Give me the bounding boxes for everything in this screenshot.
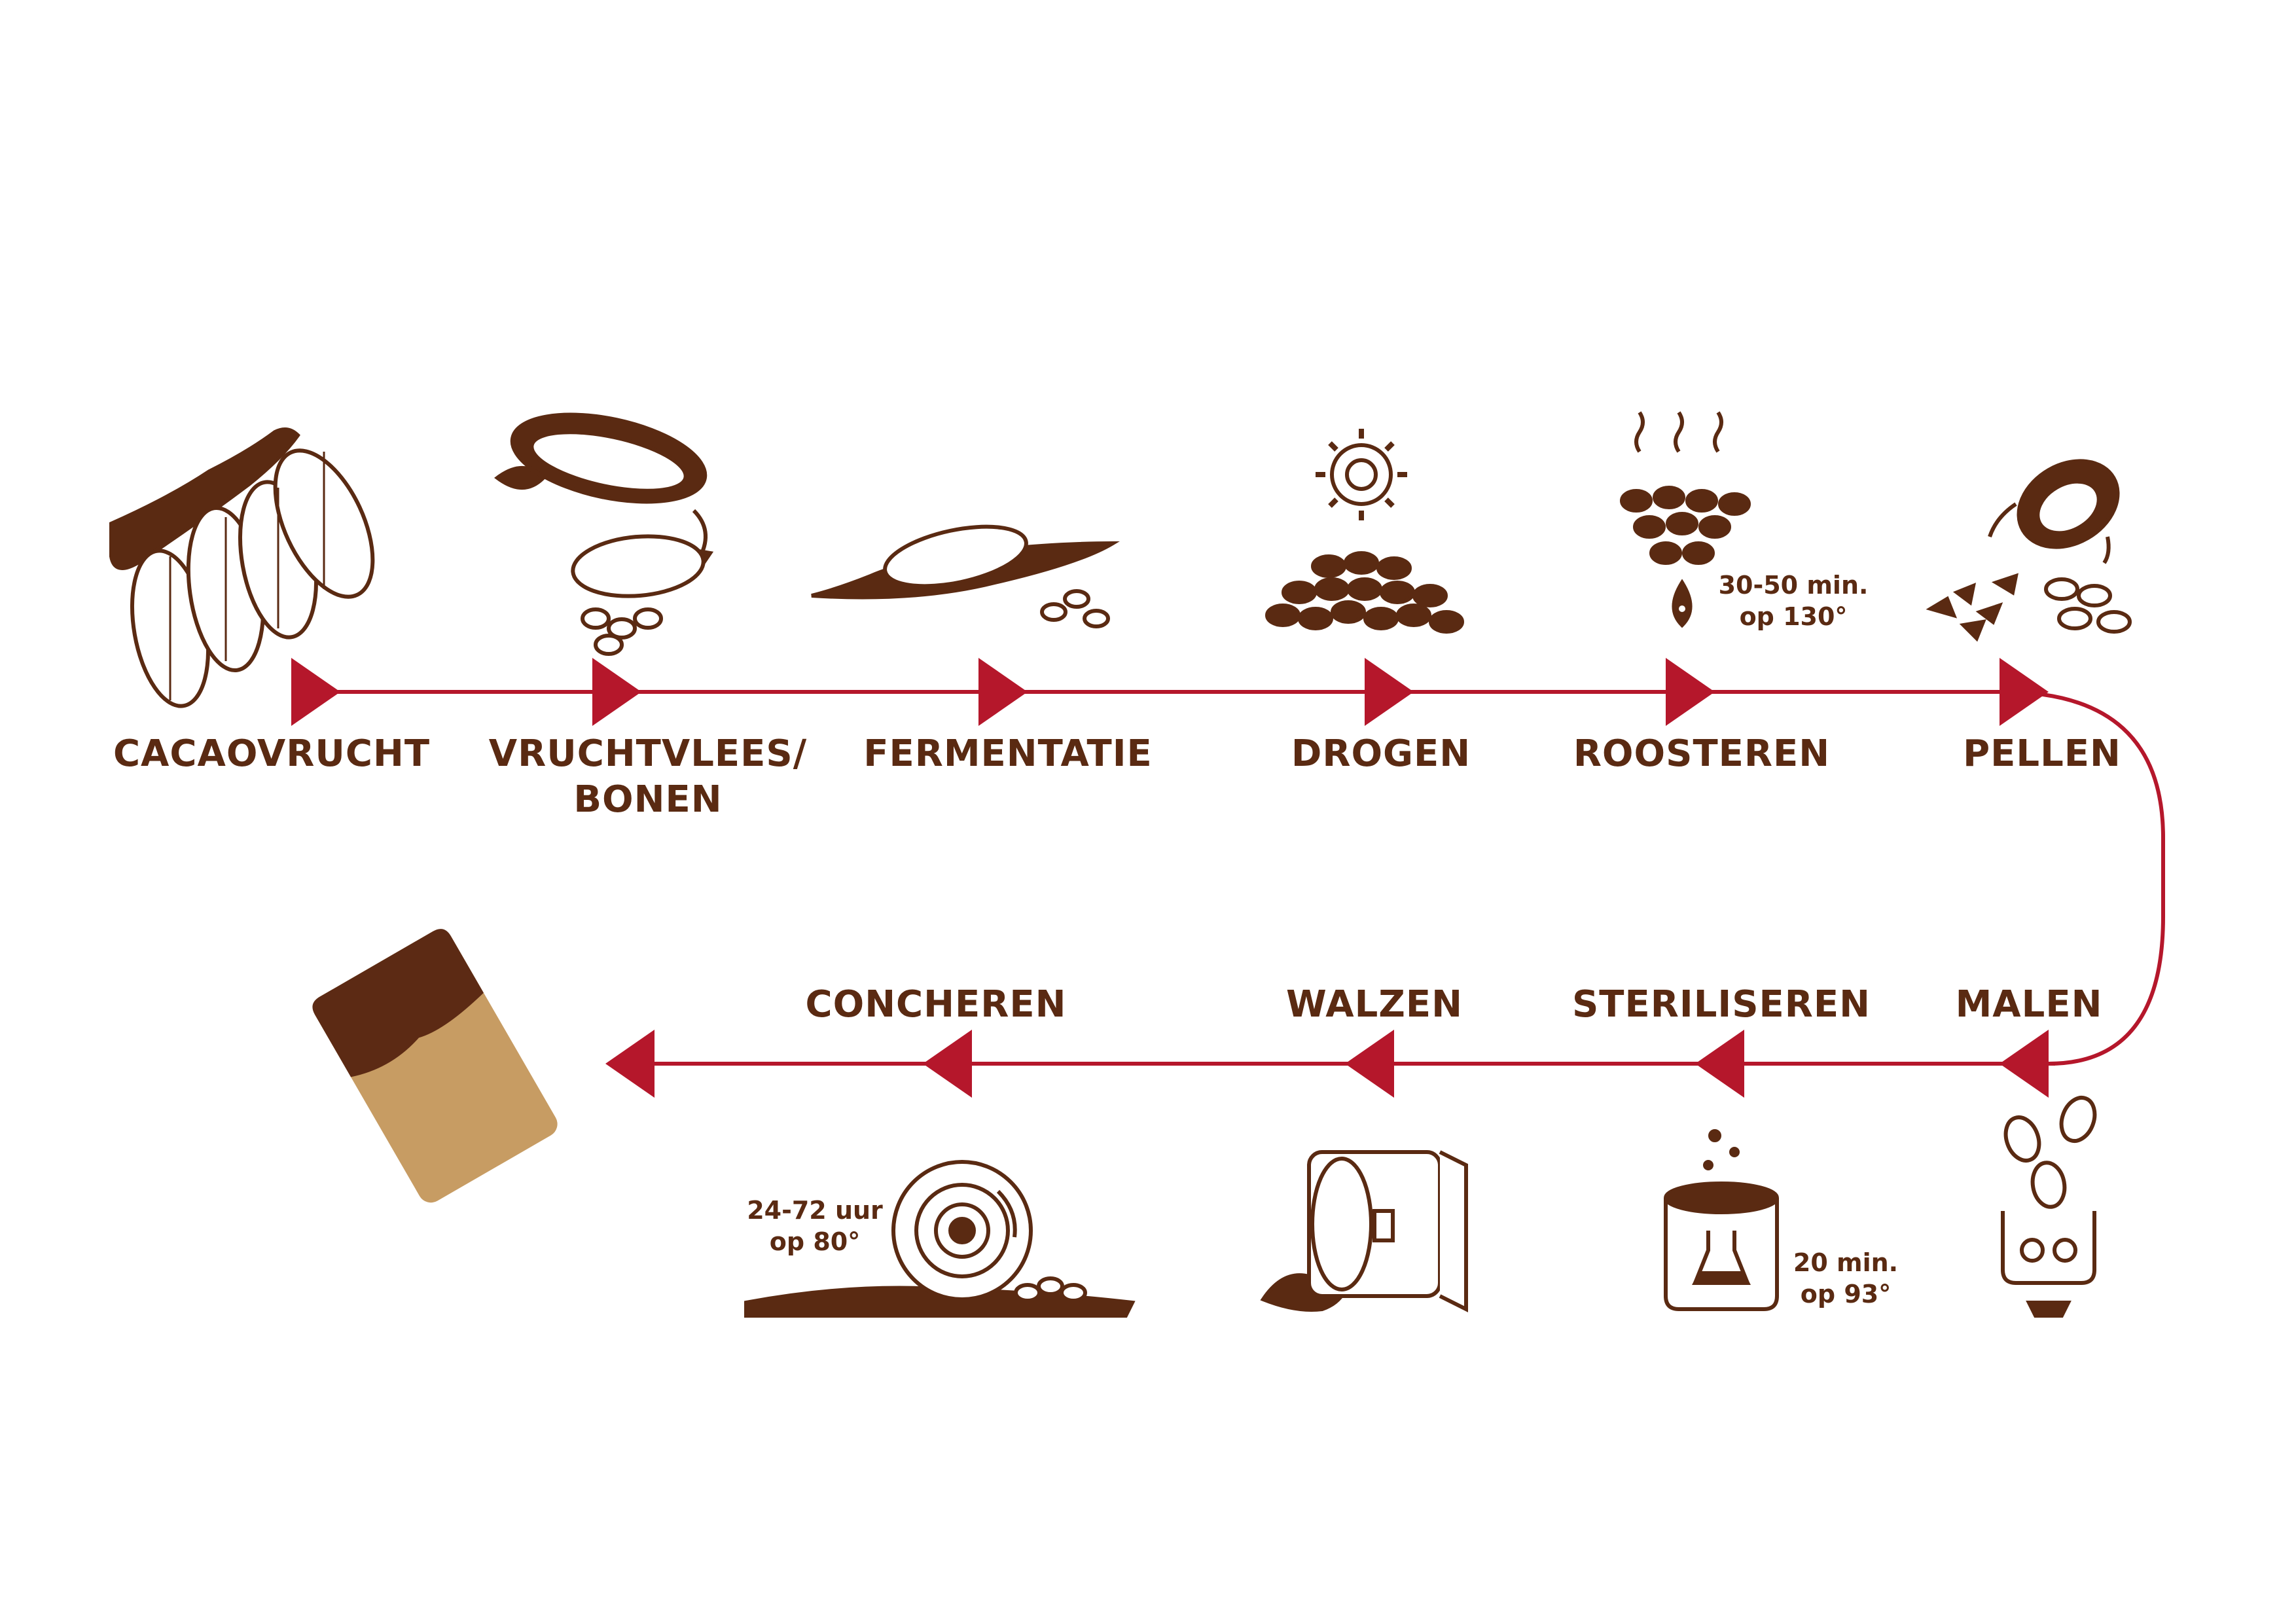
step-label-roosteren: ROOSTEREN [1573,732,1831,775]
note-roosteren: 30-50 min. op 130° [1715,569,1872,632]
step-label-vruchtvlees: VRUCHTVLEES/ BONEN [484,731,812,823]
note-roosteren-time: 30-50 min. [1718,571,1869,600]
note-concheren-temp: op 80° [769,1227,861,1256]
step-label-steriliseren: STERILISEREN [1571,983,1871,1026]
roasting-beans-icon [1620,411,1751,628]
note-roosteren-temp: op 130° [1739,602,1848,631]
sterilising-pot-icon [1664,1129,1779,1311]
arrowhead-10 [923,1030,972,1098]
step-label-malen: MALEN [1955,983,2103,1026]
roller-mill-icon [1260,1150,1468,1312]
step-label-drogen: DROGEN [1291,732,1471,775]
arrowhead-3 [978,658,1028,726]
uturn-connector [2002,690,2165,1066]
arrowhead-6 [2000,658,2049,726]
sun-drying-beans-icon [1265,429,1464,634]
cacao-pods-icon [109,427,375,708]
step-label-cacaovrucht: CACAOVRUCHT [113,732,431,775]
note-concheren-time: 24-72 uur [747,1196,883,1225]
arrowhead-11 [605,1030,655,1098]
fermenting-beans-on-leaf-icon [811,524,1120,628]
note-concheren: 24-72 uur op 80° [736,1195,893,1257]
arrowhead-9 [1345,1030,1394,1098]
note-steriliseren: 20 min. op 93° [1780,1247,1911,1310]
arrowhead-4 [1365,658,1414,726]
arrowhead-8 [1695,1030,1744,1098]
shelling-beans-icon [1926,459,2132,642]
top-arrowheads [291,658,2049,726]
step-label-concheren: CONCHEREN [805,983,1067,1026]
step-label-vruchtvlees-line2: BONEN [573,778,723,821]
bottom-arrowheads [605,1030,2049,1098]
arrowhead-2 [592,658,641,726]
arrowhead-1 [291,658,340,726]
step-label-vruchtvlees-line1: VRUCHTVLEES/ [488,732,808,775]
note-steriliseren-time: 20 min. [1793,1248,1899,1277]
grinder-icon [2001,1096,2097,1318]
step-label-fermentatie: FERMENTATIE [863,732,1153,775]
chocolate-bar-icon [312,929,558,1203]
arrowhead-7 [2000,1030,2049,1098]
step-label-walzen: WALZEN [1285,983,1463,1026]
arrowhead-5 [1666,658,1715,726]
opened-pod-icon [493,412,714,656]
conche-roller-icon [744,1160,1136,1318]
note-steriliseren-temp: op 93° [1800,1280,1892,1308]
step-label-pellen: PELLEN [1963,732,2121,775]
